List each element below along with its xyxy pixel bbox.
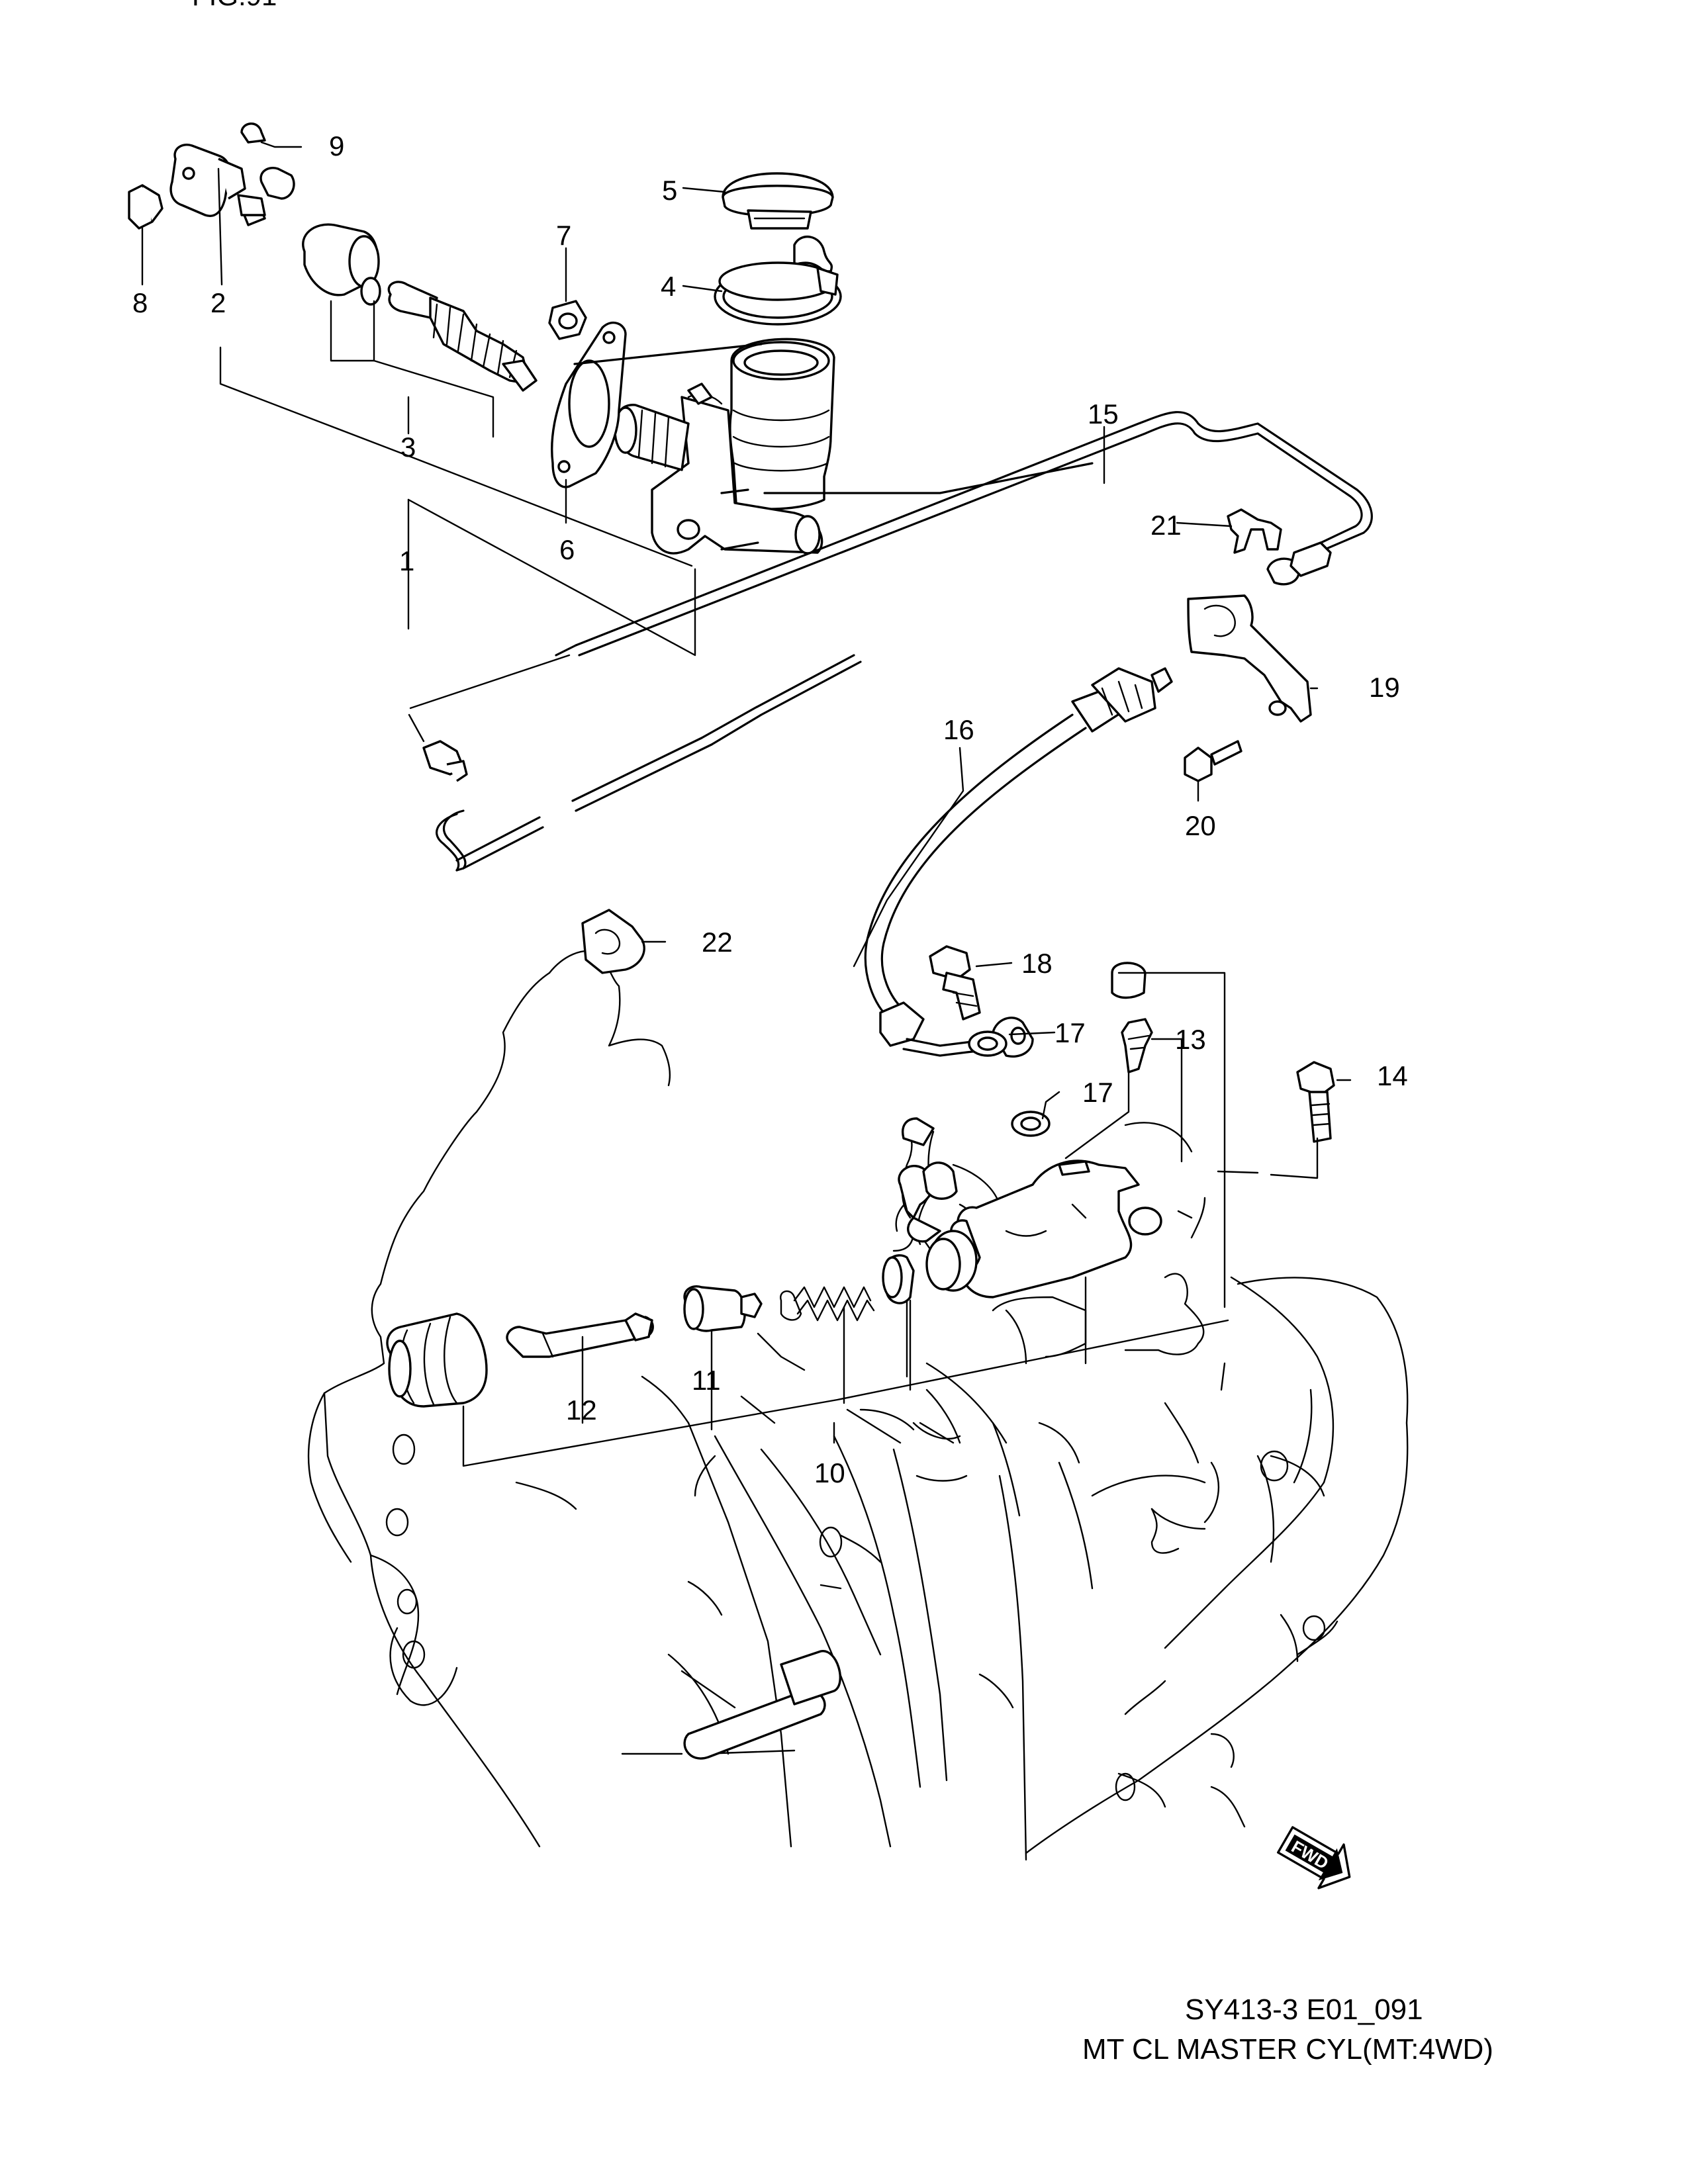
callout-17b: 17: [1082, 1077, 1113, 1108]
retaining-clip: [240, 122, 266, 144]
callout-7: 7: [556, 220, 571, 251]
figure-header: FIG.91: [192, 0, 277, 11]
washer-lower-hole: [1020, 1116, 1041, 1131]
diagram-caption: MT CL MASTER CYL(MT:4WD): [1082, 2033, 1493, 2066]
callout-10: 10: [814, 1457, 845, 1488]
slave-cylinder: [898, 1117, 1162, 1298]
callout-11: 11: [692, 1365, 721, 1396]
callout-13: 13: [1175, 1024, 1206, 1055]
master-cylinder-gasket: [551, 321, 627, 488]
fwd-arrow-icon: FWD: [1276, 1826, 1351, 1889]
callout-17a: 17: [1055, 1017, 1086, 1048]
mounting-bolt: [1296, 1061, 1335, 1143]
bleeder-screw: [1111, 962, 1153, 1073]
callout-1: 1: [399, 545, 414, 576]
callout-8: 8: [132, 287, 148, 318]
pipe-clip: [1227, 508, 1282, 554]
callout-19: 19: [1369, 672, 1400, 703]
pipe-fitting-left: [422, 740, 468, 782]
clevis-pin: [128, 184, 164, 230]
callout-15: 15: [1088, 398, 1119, 430]
callout-22: 22: [702, 927, 733, 958]
callout-5: 5: [662, 175, 677, 206]
callout-2: 2: [211, 287, 226, 318]
mounting-nut: [548, 300, 587, 340]
pushrod-clevis: [169, 144, 266, 217]
reservoir-cap: [722, 172, 834, 273]
dust-boot: [386, 1312, 488, 1408]
callout-20: 20: [1185, 810, 1216, 841]
callout-12: 12: [566, 1394, 597, 1426]
release-pushrod: [506, 1312, 654, 1358]
callout-3: 3: [400, 432, 416, 463]
leader-lines: [141, 141, 1352, 1467]
reservoir-clamp-ring: [714, 261, 842, 326]
union-bolt: [929, 945, 981, 1021]
callout-14: 14: [1377, 1060, 1408, 1091]
callout-6: 6: [559, 534, 575, 565]
hose-clip: [581, 909, 645, 974]
piston-kit: [240, 167, 538, 392]
slave-cylinder-kit: [683, 1254, 915, 1332]
callout-4: 4: [661, 271, 676, 302]
diagram-code: SY413-3 E01_091: [1185, 1993, 1423, 2026]
master-cylinder-assembly: [614, 338, 835, 555]
pipe-fitting-right: [1289, 541, 1332, 577]
transmission-housing: [307, 950, 1409, 1861]
clutch-hose: [864, 667, 1173, 1058]
callout-9: 9: [329, 130, 344, 161]
callout-labels: 1 2 3 4 5 6 7 8 9 10 11 12 13 14 15 16 1…: [132, 130, 1408, 1488]
callout-16: 16: [943, 714, 974, 745]
callout-18: 18: [1021, 948, 1053, 979]
callout-21: 21: [1150, 510, 1182, 541]
washer-upper-hole: [977, 1036, 998, 1051]
hose-bracket: [1187, 594, 1312, 723]
bracket-bolt: [1184, 740, 1243, 782]
